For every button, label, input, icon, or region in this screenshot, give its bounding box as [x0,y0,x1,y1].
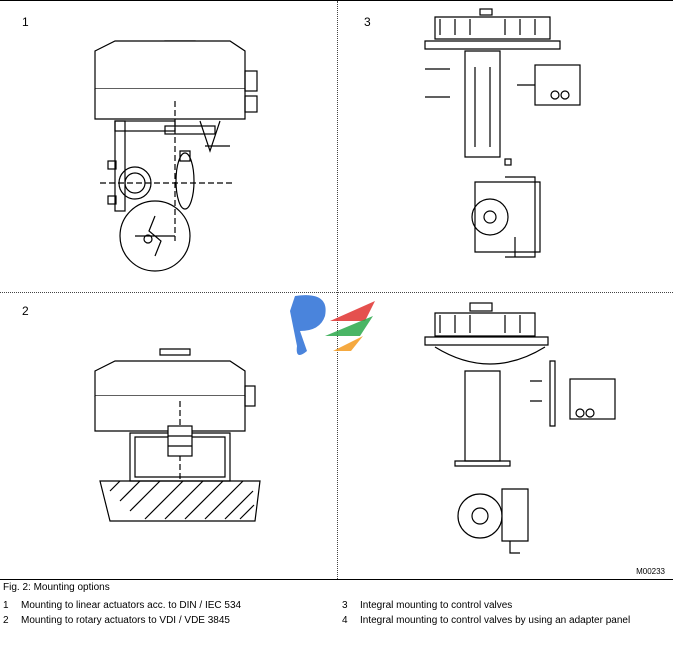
panel-number-3: 3 [364,15,371,29]
panel-number-2: 2 [22,304,29,318]
caption-list-right: 3 Integral mounting to control valves 4 … [342,598,630,628]
drawing-adapter-panel-mounting [424,302,616,554]
figure-frame: 1 3 2 [0,0,673,580]
item-text: Mounting to rotary actuators to VDI / VD… [21,615,230,626]
item-number: 1 [3,600,9,611]
list-item: 1 Mounting to linear actuators acc. to D… [3,598,241,613]
item-number: 2 [3,615,9,626]
caption-list-left: 1 Mounting to linear actuators acc. to D… [3,598,241,628]
drawing-code: M00233 [636,567,665,576]
drawing-integral-mounting [424,8,581,258]
drawing-linear-actuator-mounting [94,40,258,272]
list-item: 3 Integral mounting to control valves [342,598,630,613]
horizontal-divider [0,292,673,293]
watermark-logo [290,295,375,355]
item-text: Integral mounting to control valves [360,600,513,611]
list-item: 4 Integral mounting to control valves by… [342,613,630,628]
drawing-rotary-actuator-mounting [94,348,261,522]
vertical-divider [337,1,338,579]
panel-number-1: 1 [22,15,29,29]
item-text: Mounting to linear actuators acc. to DIN… [21,600,242,611]
item-number: 3 [342,600,348,611]
figure-caption: Fig. 2: Mounting options [3,582,110,593]
list-item: 2 Mounting to rotary actuators to VDI / … [3,613,241,628]
item-number: 4 [342,615,348,626]
item-text: Integral mounting to control valves by u… [360,615,631,626]
